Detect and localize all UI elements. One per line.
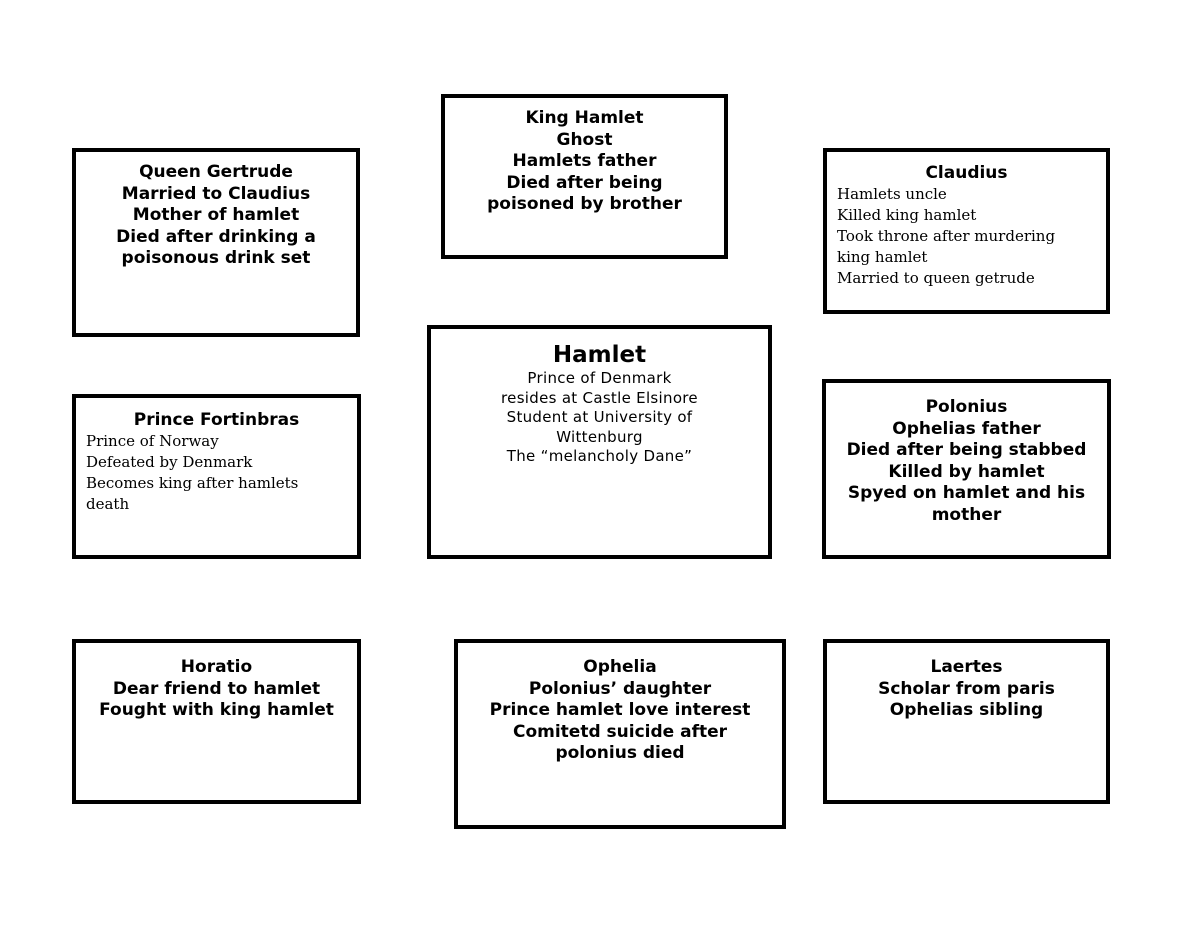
king-hamlet-line: Ghost bbox=[556, 129, 613, 150]
fortinbras-line: Prince of Norway bbox=[86, 432, 219, 450]
claudius-line: king hamlet bbox=[837, 248, 928, 266]
hamlet-details: Prince of Denmark resides at Castle Elsi… bbox=[431, 369, 768, 467]
hamlet-line: Student at University of bbox=[506, 408, 693, 426]
king-hamlet-line: Hamlets father bbox=[512, 151, 657, 171]
polonius-box: Polonius Ophelias father Died after bein… bbox=[822, 379, 1111, 559]
hamlet-line: The “melancholy Dane” bbox=[506, 447, 693, 465]
fortinbras-box: Prince Fortinbras Prince of Norway Defea… bbox=[72, 394, 361, 559]
king-hamlet-box: King Hamlet Ghost Hamlets father Died af… bbox=[441, 94, 728, 259]
claudius-details: Hamlets uncle Killed king hamlet Took th… bbox=[827, 184, 1106, 289]
ophelia-line: Prince hamlet love interest bbox=[489, 700, 751, 720]
gertrude-line: Died after drinking a bbox=[116, 226, 316, 247]
gertrude-line: Married to Claudius bbox=[121, 183, 311, 204]
polonius-line: Ophelias father bbox=[892, 418, 1041, 439]
hamlet-line: Wittenburg bbox=[556, 427, 643, 446]
polonius-line: Died after being stabbed bbox=[846, 440, 1087, 460]
laertes-box: Laertes Scholar from paris Ophelias sibl… bbox=[823, 639, 1110, 804]
king-hamlet-line: Died after being bbox=[506, 172, 663, 193]
fortinbras-name: Prince Fortinbras bbox=[133, 410, 300, 430]
gertrude-line: poisonous drink set bbox=[121, 248, 311, 268]
laertes-line: Scholar from paris bbox=[878, 678, 1055, 699]
ophelia-line: polonius died bbox=[555, 743, 685, 763]
laertes-name: Laertes bbox=[930, 657, 1003, 677]
claudius-line: Took throne after murdering bbox=[837, 227, 1056, 245]
hamlet-line: resides at Castle Elsinore bbox=[501, 388, 698, 407]
claudius-name: Claudius bbox=[925, 163, 1008, 183]
hamlet-box: Hamlet Prince of Denmark resides at Cast… bbox=[427, 325, 772, 559]
laertes-line: Ophelias sibling bbox=[889, 700, 1044, 720]
hamlet-line: Prince of Denmark bbox=[527, 369, 672, 387]
gertrude-line: Mother of hamlet bbox=[132, 205, 300, 225]
horatio-name: Horatio bbox=[180, 657, 253, 677]
fortinbras-line: Becomes king after hamlets bbox=[86, 474, 299, 492]
claudius-line: Hamlets uncle bbox=[837, 185, 947, 203]
polonius-line: mother bbox=[931, 504, 1002, 525]
polonius-line: Spyed on hamlet and his bbox=[847, 483, 1086, 503]
gertrude-name: Queen Gertrude bbox=[139, 162, 293, 182]
horatio-line: Dear friend to hamlet bbox=[112, 678, 321, 699]
claudius-line: Killed king hamlet bbox=[837, 206, 977, 224]
hamlet-name: Hamlet bbox=[552, 342, 647, 368]
king-hamlet-name: King Hamlet bbox=[525, 108, 644, 128]
fortinbras-details: Prince of Norway Defeated by Denmark Bec… bbox=[76, 431, 357, 515]
ophelia-line: Comitetd suicide after bbox=[512, 721, 728, 742]
polonius-line: Killed by hamlet bbox=[888, 461, 1045, 482]
fortinbras-line: Defeated by Denmark bbox=[86, 453, 253, 471]
claudius-box: Claudius Hamlets uncle Killed king hamle… bbox=[823, 148, 1110, 314]
horatio-line: Fought with king hamlet bbox=[99, 700, 334, 720]
gertrude-box: Queen Gertrude Married to Claudius Mothe… bbox=[72, 148, 360, 337]
claudius-line: Married to queen getrude bbox=[837, 269, 1035, 287]
polonius-name: Polonius bbox=[925, 397, 1008, 417]
ophelia-line: Polonius’ daughter bbox=[528, 678, 712, 699]
fortinbras-line: death bbox=[86, 495, 130, 513]
horatio-box: Horatio Dear friend to hamlet Fought wit… bbox=[72, 639, 361, 804]
ophelia-name: Ophelia bbox=[583, 657, 657, 677]
king-hamlet-line: poisoned by brother bbox=[487, 194, 682, 214]
ophelia-box: Ophelia Polonius’ daughter Prince hamlet… bbox=[454, 639, 786, 829]
